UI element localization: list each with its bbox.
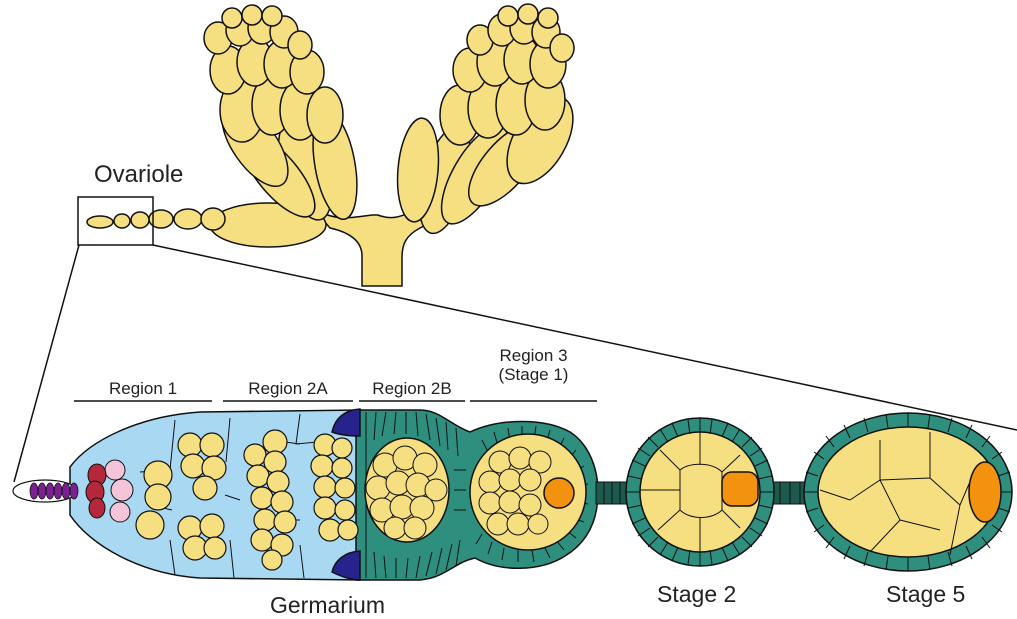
region3-label-line1: Region 3 <box>470 347 597 364</box>
region1-label: Region 1 <box>74 380 212 397</box>
germline-stem-cells <box>86 464 106 518</box>
stage5-oocyte <box>969 462 1001 522</box>
region2b-label: Region 2B <box>359 380 465 397</box>
right-ovary-lobe <box>394 4 587 239</box>
ovariole-label: Ovariole <box>94 163 183 187</box>
left-ovary-lobe <box>204 5 364 247</box>
stage2-label: Stage 2 <box>657 583 736 606</box>
germarium <box>13 409 598 580</box>
stage5-egg-chamber <box>804 413 1012 571</box>
region3-label-line2: (Stage 1) <box>470 366 597 383</box>
germarium-label: Germarium <box>270 594 385 617</box>
stage2-oocyte <box>722 472 758 506</box>
region2a-label: Region 2A <box>223 380 353 397</box>
terminal-filament <box>13 480 78 502</box>
zoom-line-left <box>14 245 79 482</box>
ovariole-string <box>87 208 225 230</box>
region3-oocyte <box>544 478 574 508</box>
stage2-egg-chamber <box>626 418 774 566</box>
stalk-2 <box>770 482 808 504</box>
zoom-line-right <box>153 245 1017 430</box>
stage5-label: Stage 5 <box>886 583 965 606</box>
ovary <box>87 4 587 286</box>
